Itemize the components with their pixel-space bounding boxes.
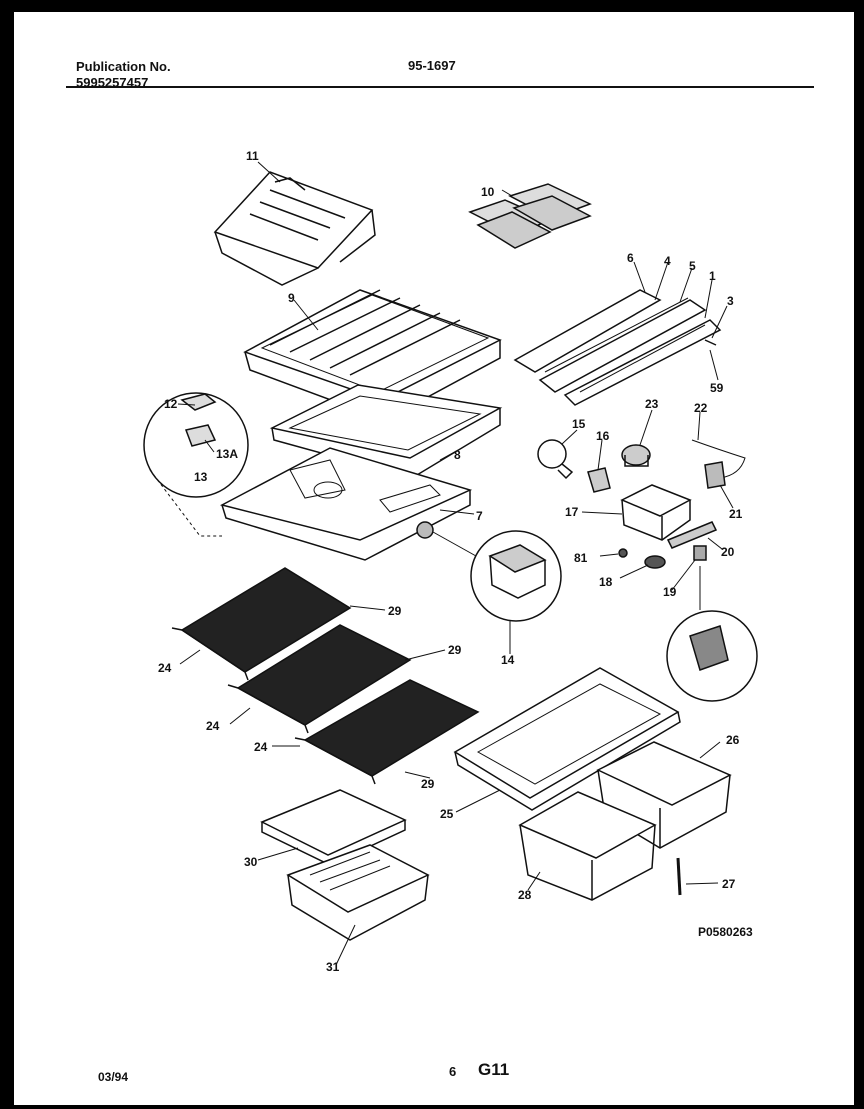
callout-13: 13 [194,470,208,484]
callout-4: 4 [664,254,671,268]
parts-wire-shelves [171,567,480,785]
callout-29-b: 29 [448,643,462,657]
callout-27: 27 [722,877,736,891]
callout-81: 81 [574,551,588,565]
callout-24-a: 24 [158,661,172,675]
callout-3: 3 [727,294,734,308]
diagram-reference: P0580263 [698,925,753,939]
callout-23: 23 [645,397,659,411]
callout-59: 59 [710,381,724,395]
callout-22: 22 [694,401,708,415]
callout-20: 20 [721,545,735,559]
model-number: 95-1697 [408,58,456,73]
callout-5: 5 [689,259,696,273]
callout-16: 16 [596,429,610,443]
callout-30: 30 [244,855,258,869]
footer-section: G11 [478,1060,510,1079]
part-9-shelf [243,289,502,421]
part-7-divider [219,447,473,561]
callout-8: 8 [454,448,461,462]
part-10-ice-trays [468,183,592,249]
callout-7: 7 [476,509,483,523]
callout-19: 19 [663,585,677,599]
callout-13a: 13A [216,447,238,461]
callout-31: 31 [326,960,340,974]
callout-14: 14 [501,653,515,667]
callout-29-c: 29 [421,777,435,791]
part-15-bulb [537,439,574,480]
callout-24-c: 24 [254,740,268,754]
part-17-control-box [620,484,692,541]
parts-page [14,12,854,1105]
callout-11: 11 [246,149,259,163]
footer-date: 03/94 [98,1070,129,1084]
callout-15: 15 [572,417,586,431]
callout-9: 9 [288,291,295,305]
publication-label: Publication No. [76,59,171,74]
callout-12: 12 [164,397,178,411]
detail-circle-14 [470,530,562,622]
callout-17: 17 [565,505,579,519]
part-11-freezer-shelf [213,171,376,286]
callout-1: 1 [709,269,716,283]
callout-26: 26 [726,733,740,747]
callout-6: 6 [627,251,634,265]
part-28-crisper [518,791,657,901]
parts-rails [513,289,722,406]
callout-18: 18 [599,575,613,589]
callout-29-a: 29 [388,604,402,618]
part-25-crisper-cover [453,667,681,811]
callout-28: 28 [518,888,532,902]
callout-21: 21 [729,507,743,521]
callout-24-b: 24 [206,719,220,733]
callout-10: 10 [481,185,495,199]
detail-circle-19 [666,610,758,702]
part-26-crisper [596,741,732,849]
callout-25: 25 [440,807,454,821]
detail-circle-12-13 [143,392,249,498]
footer-page: 6 [449,1064,457,1079]
header-rule [66,86,814,88]
